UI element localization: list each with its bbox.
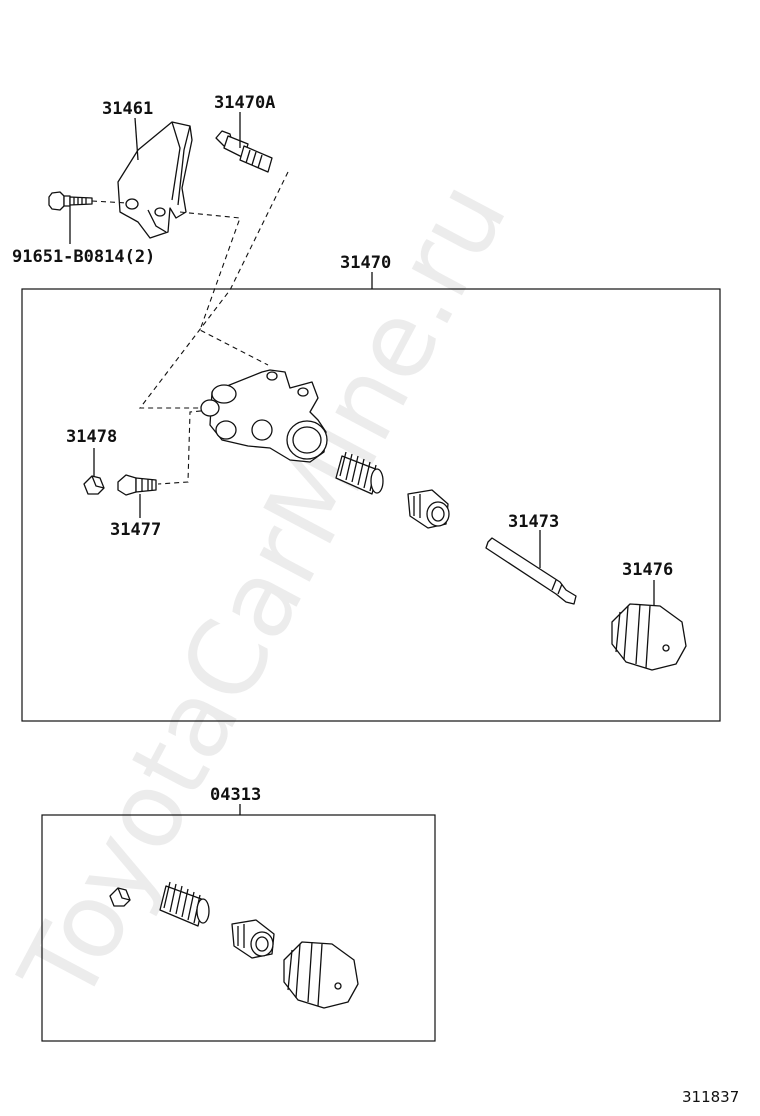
piston-cup[interactable] — [407, 489, 450, 529]
kit-cap[interactable] — [109, 887, 131, 907]
push-rod-31473[interactable] — [485, 537, 577, 605]
cylinder-body[interactable] — [200, 369, 328, 463]
dash-bolt — [91, 200, 129, 204]
kit-spring[interactable] — [159, 881, 210, 927]
diagram-id: 311837 — [682, 1088, 739, 1106]
label-31478: 31478 — [66, 427, 117, 447]
label-31473: 31473 — [508, 512, 559, 532]
spring[interactable] — [335, 451, 384, 495]
label-04313: 04313 — [210, 785, 261, 805]
label-91651: 91651-B0814(2) — [12, 247, 155, 267]
watermark: ToyotaCarMine.ru — [0, 162, 531, 1022]
cap-31478[interactable] — [83, 475, 105, 495]
label-31470: 31470 — [340, 253, 391, 273]
bolt-91651[interactable] — [48, 191, 93, 211]
dash-bleeder — [138, 171, 289, 409]
label-31476: 31476 — [622, 560, 673, 580]
kit-piston-cup[interactable] — [231, 919, 275, 959]
leader-31461 — [134, 117, 139, 161]
label-31461: 31461 — [102, 99, 153, 119]
plug-31477[interactable] — [117, 474, 157, 496]
label-31470A: 31470A — [214, 93, 275, 113]
assembly-box-31470 — [21, 288, 721, 722]
dash-plug — [157, 409, 211, 485]
boot-31476[interactable] — [611, 603, 687, 671]
label-31477: 31477 — [110, 520, 161, 540]
kit-box-04313 — [41, 814, 436, 1042]
dash-bracket — [179, 211, 269, 366]
bracket-31461[interactable] — [117, 121, 193, 239]
kit-boot[interactable] — [283, 941, 359, 1009]
bleeder-31470A[interactable] — [215, 130, 273, 173]
